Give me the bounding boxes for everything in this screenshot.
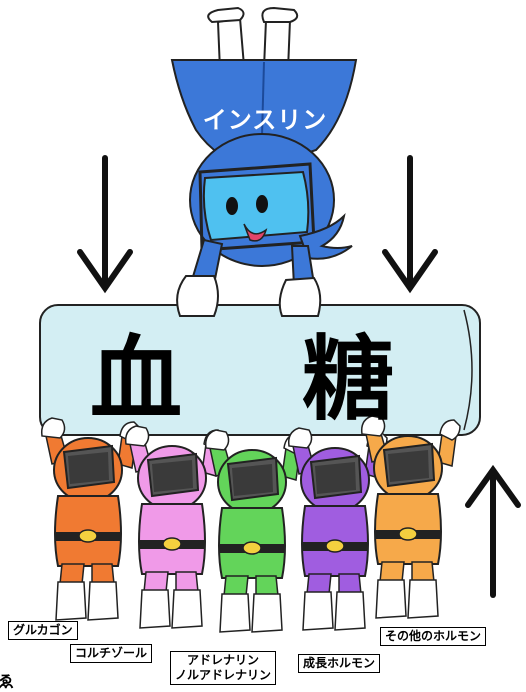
blood-sugar-bar — [39, 304, 481, 436]
hero-cortisol — [124, 425, 225, 629]
label-adrenaline: アドレナリン ノルアドレナリン — [170, 651, 277, 685]
sugar-char: 糖 — [302, 326, 395, 433]
hero-growth-hormone — [287, 427, 388, 631]
hormone-heroes — [40, 415, 461, 633]
label-adrenaline-line1: アドレナリン — [187, 653, 260, 667]
down-arrow-left — [77, 155, 133, 294]
hero-other — [360, 415, 461, 619]
hero-glucagon — [40, 417, 141, 621]
blood-char: 血 — [90, 326, 183, 433]
hero-adrenaline — [204, 429, 305, 633]
label-glucagon: グルカゴン — [8, 621, 78, 640]
label-growth-hormone: 成長ホルモン — [298, 654, 381, 673]
down-arrow-right — [382, 155, 438, 294]
insulin-hero — [170, 6, 358, 317]
label-other-hormones: その他のホルモン — [380, 627, 487, 646]
label-adrenaline-line2: ノルアドレナリン — [175, 668, 272, 682]
label-cortisol: コルチゾール — [70, 644, 153, 663]
up-arrow-right — [465, 464, 521, 598]
stray-glyph: ゑ — [0, 672, 15, 691]
insulin-label: インスリン — [202, 106, 328, 134]
